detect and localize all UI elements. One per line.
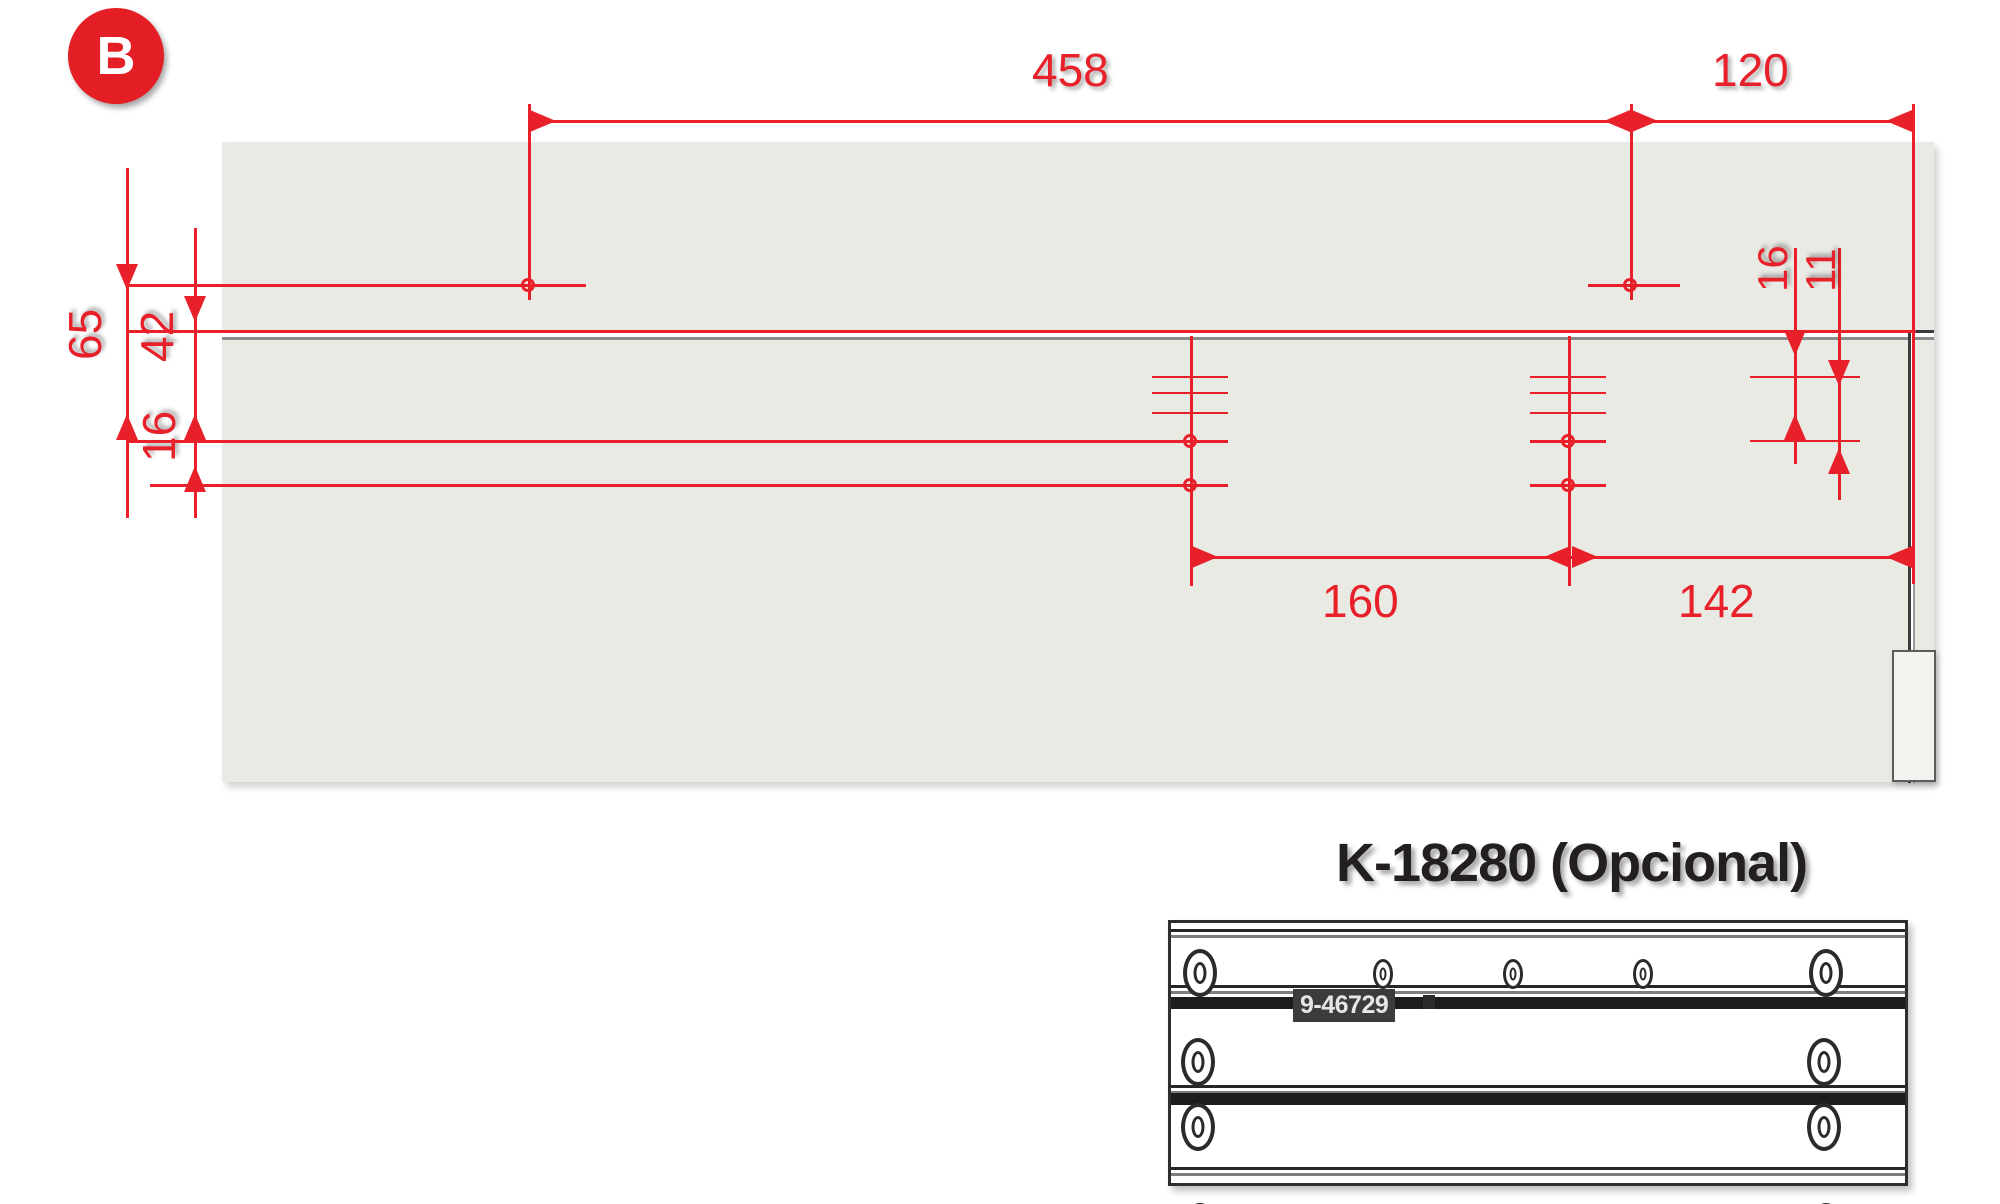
bracket-hole-small-t1 xyxy=(1373,959,1393,989)
dim-line-458 xyxy=(528,120,1632,123)
arrow-142-right xyxy=(1886,546,1912,568)
dim-label-16-left: 16 xyxy=(133,410,185,462)
bracket-rail-bottom xyxy=(1171,1167,1905,1176)
arrow-65-top xyxy=(116,264,138,290)
bracket-band-top xyxy=(1171,997,1905,1009)
arrow-160-right xyxy=(1544,546,1570,568)
arrow-16-right-down xyxy=(1784,330,1806,356)
arrow-42-bottom xyxy=(184,414,206,440)
bracket-hole-large-mr xyxy=(1807,1038,1841,1086)
arrow-120-left xyxy=(1632,110,1658,132)
hole-tick-l5 xyxy=(1152,484,1228,487)
tick-right-16 xyxy=(1750,376,1860,378)
dim-label-16-right: 16 xyxy=(1749,245,1796,292)
hole-tick-l3 xyxy=(1152,412,1228,414)
dim-label-11-right: 11 xyxy=(1797,248,1844,292)
ext-line-top-right xyxy=(1912,104,1915,584)
arrow-16-right-up xyxy=(1784,414,1806,440)
leader-line-low-hole xyxy=(150,484,1196,487)
hole-col-v-right xyxy=(1568,336,1571,586)
bracket-band-mid xyxy=(1171,1093,1905,1105)
bracket-hole-large-tr xyxy=(1809,949,1843,997)
hole-cross-h-1 xyxy=(486,284,578,287)
bracket-hole-large-ml2 xyxy=(1181,1103,1215,1151)
dim-label-42: 42 xyxy=(131,310,183,362)
arrow-11-right-down xyxy=(1828,360,1850,386)
dim-line-160 xyxy=(1190,556,1572,559)
bracket-part-number-tag: 9-46729 xyxy=(1293,989,1396,1022)
bracket-rail-top-inner xyxy=(1171,985,1905,994)
arrow-160-left xyxy=(1192,546,1218,568)
bracket-rail-top xyxy=(1171,929,1905,938)
hole-cross-h-2 xyxy=(1588,284,1680,287)
hole-tick-r3 xyxy=(1530,412,1606,414)
hole-col-v-left xyxy=(1190,336,1193,586)
dim-label-65: 65 xyxy=(59,308,111,360)
dim-label-160: 160 xyxy=(1322,575,1399,627)
bracket-hole-large-ml xyxy=(1181,1038,1215,1086)
bracket-part-tag-dot-icon xyxy=(1423,995,1435,1009)
beam-right-tab xyxy=(1892,650,1936,782)
dim-line-16-right xyxy=(1794,248,1797,464)
arrow-458-right xyxy=(1604,110,1630,132)
bracket-hole-large-mr2 xyxy=(1807,1103,1841,1151)
leader-line-top-hole xyxy=(126,284,586,287)
hole-tick-l4 xyxy=(1152,440,1228,443)
arrow-42-top xyxy=(184,296,206,322)
dim-line-120 xyxy=(1630,120,1914,123)
dim-label-120: 120 xyxy=(1712,44,1789,96)
arrow-65-bottom xyxy=(116,414,138,440)
tick-right-11 xyxy=(1750,440,1860,442)
arrow-458-left xyxy=(530,110,556,132)
dim-line-42 xyxy=(194,228,197,518)
optional-part-title: K-18280 (Opcional) xyxy=(1336,833,1808,893)
dim-label-458: 458 xyxy=(1032,44,1109,96)
hole-tick-l1 xyxy=(1152,376,1228,378)
arrow-11-right-up xyxy=(1828,448,1850,474)
leader-line-mid-hole xyxy=(126,440,1196,443)
hole-tick-r4 xyxy=(1530,440,1606,443)
arrow-120-right xyxy=(1886,110,1912,132)
hole-tick-r1 xyxy=(1530,376,1606,378)
callout-badge-b: B xyxy=(68,8,164,104)
arrow-142-left xyxy=(1572,546,1598,568)
bracket-hole-small-t2 xyxy=(1503,959,1523,989)
leader-line-rail-top xyxy=(126,330,1916,333)
hole-tick-r5 xyxy=(1530,484,1606,487)
bracket-rail-mid xyxy=(1171,1085,1905,1094)
hole-tick-r2 xyxy=(1530,392,1606,394)
dim-label-142: 142 xyxy=(1678,575,1755,627)
bracket-assembly-diagram: 9-46729 xyxy=(1168,920,1908,1204)
dim-line-65 xyxy=(126,168,129,518)
bracket-hole-small-t3 xyxy=(1633,959,1653,989)
beam-panel-body xyxy=(222,142,1934,782)
hole-cross-v-2 xyxy=(1630,190,1633,300)
arrow-16-left xyxy=(184,466,206,492)
dim-line-142 xyxy=(1570,556,1914,559)
bracket-hole-large-tl xyxy=(1183,949,1217,997)
hole-cross-v-1 xyxy=(528,190,531,300)
hole-tick-l2 xyxy=(1152,392,1228,394)
